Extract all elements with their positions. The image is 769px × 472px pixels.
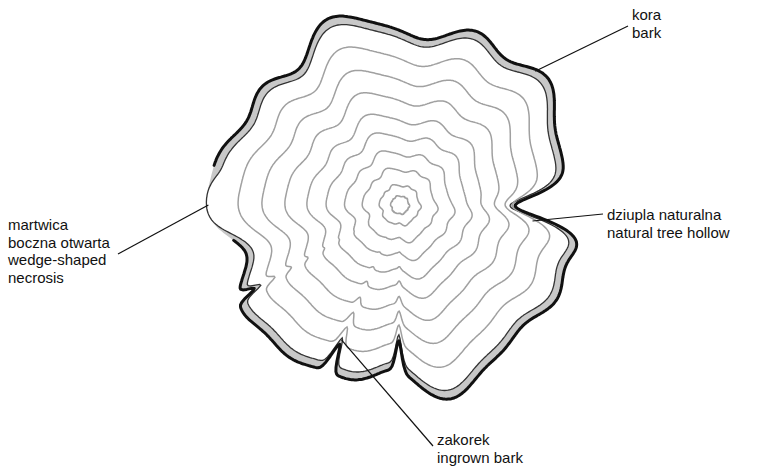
growth-ring [238,47,549,367]
part-label: natural tree hollow [607,224,730,242]
part-label: zakorek [437,431,490,449]
growth-ring [307,114,490,298]
growth-ring [285,93,509,320]
growth-ring [362,168,438,243]
bark-fill [206,16,576,399]
leader-line [535,26,628,71]
growth-ring [379,185,421,226]
part-label: martwica boczna otwarta [8,216,116,251]
part-label: bark [632,24,661,42]
leader-lines [118,26,628,446]
part-label: kora [632,6,661,24]
growth-rings [238,47,549,367]
growth-ring [345,151,456,261]
bark-outline [214,16,577,399]
leader-line [533,214,604,221]
leader-line [118,205,208,254]
part-label: dziupla naturalna [607,206,721,224]
growth-ring [262,70,529,343]
part-label: wedge-shaped necrosis [8,251,116,286]
bark-layer [206,16,576,399]
growth-ring [326,133,472,279]
leader-line [342,340,434,446]
part-label: ingrown bark [437,449,523,467]
bark-edge [214,16,577,399]
growth-ring [391,196,410,215]
